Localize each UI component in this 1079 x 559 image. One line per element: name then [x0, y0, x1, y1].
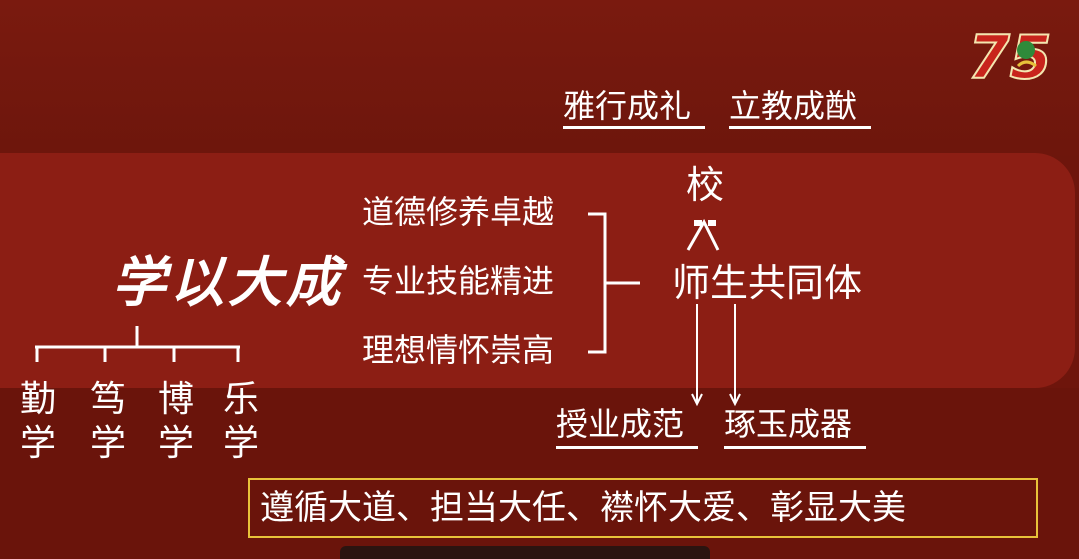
anniversary-logo-icon: 75	[966, 22, 1058, 94]
heading-top-left: 雅行成礼	[563, 87, 692, 125]
community-label: 师生共同体	[672, 261, 863, 305]
logo-leaf-icon	[1017, 41, 1035, 59]
heading-bottom-right: 琢玉成器	[724, 405, 853, 443]
heading-top-right: 立教成猷	[729, 87, 858, 125]
learning-item: 博 学	[157, 379, 194, 464]
learning-item: 乐 学	[222, 379, 259, 464]
underline-bottom-right	[724, 446, 866, 449]
learning-item: 勤 学	[19, 379, 56, 464]
underline-top-right	[729, 126, 871, 129]
learning-item: 笃 学	[89, 379, 126, 464]
central-band	[0, 153, 1075, 388]
underline-bottom-left	[556, 446, 698, 449]
arrow-down-icon	[691, 393, 703, 407]
motto-text: 遵循大道、担当大任、襟怀大爱、彰显大美	[260, 488, 906, 528]
motto-box: 遵循大道、担当大任、襟怀大爱、彰显大美	[248, 478, 1038, 538]
background-bottom	[0, 388, 1079, 559]
school-label: 校	[686, 163, 725, 207]
arrow-down-icon	[729, 393, 741, 407]
bottom-strip	[340, 546, 710, 559]
quality-item: 专业技能精进	[362, 262, 555, 300]
logo-number: 75	[968, 23, 1052, 88]
up-arrow-icon	[686, 218, 720, 251]
background-top	[0, 0, 1079, 160]
quality-item: 理想情怀崇高	[362, 331, 555, 369]
heading-bottom-left: 授业成范	[556, 405, 685, 443]
underline-top-left	[563, 126, 705, 129]
quality-item: 道德修养卓越	[362, 193, 555, 231]
bracket	[588, 212, 607, 354]
main-title: 学以大成	[112, 250, 344, 314]
